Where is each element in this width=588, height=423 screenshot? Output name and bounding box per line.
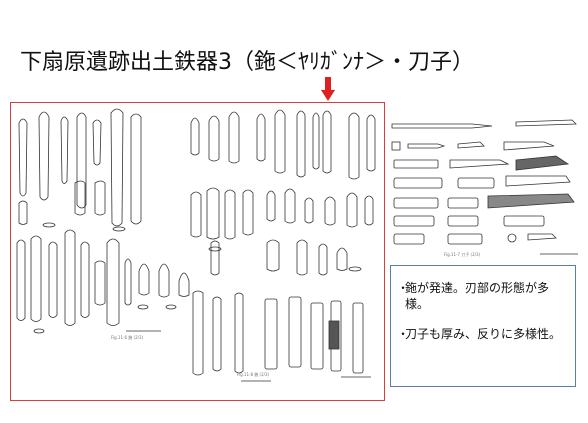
- bullet-mark: ・: [397, 327, 410, 341]
- spear-plane-figure-frame: Fig.11-6 鉇 (2/3) Fig.11-8 鉇 (2/3): [10, 102, 385, 401]
- note-item: ・ 刀子も厚み、反りに多様性。: [397, 326, 571, 342]
- left-figure-caption-1: Fig.11-6 鉇 (2/3): [111, 334, 144, 340]
- note-text: 鉇が発達。刃部の形態が多様。: [405, 281, 550, 311]
- observation-note-box: ・ 鉇が発達。刃部の形態が多様。 ・ 刀子も厚み、反りに多様性。: [390, 265, 576, 387]
- note-text: 刀子も厚み、反りに多様性。: [405, 327, 562, 341]
- spear-plane-line-drawings: Fig.11-6 鉇 (2/3) Fig.11-8 鉇 (2/3): [16, 108, 376, 382]
- bullet-mark: ・: [397, 281, 410, 295]
- note-item: ・ 鉇が発達。刃部の形態が多様。: [397, 280, 571, 312]
- knife-figure: Fig.11-7 刀子 (2/3): [388, 104, 584, 261]
- down-arrow-icon: [321, 77, 335, 101]
- slide-title: 下扇原遺跡出土鉄器3（鉇＜ﾔﾘｶﾞﾝﾅ＞・刀子）: [20, 50, 474, 75]
- knife-line-drawings: Fig.11-7 刀子 (2/3): [391, 119, 578, 257]
- right-figure-caption: Fig.11-7 刀子 (2/3): [444, 251, 481, 257]
- left-figure-caption-2: Fig.11-8 鉇 (2/3): [237, 371, 270, 377]
